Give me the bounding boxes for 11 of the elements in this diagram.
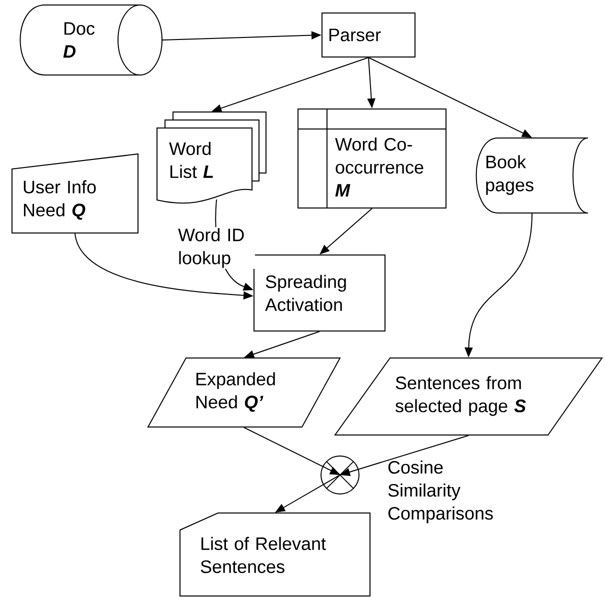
edge-label: Word ID lookup: [177, 227, 255, 269]
card-box: List of Relevant Sentences: [180, 512, 370, 596]
manual-input-box: User Info Need Q: [12, 153, 138, 234]
multiply-circle: [320, 456, 360, 494]
storage-box: Word Co-occurrence M: [298, 108, 446, 208]
process-box: Parser: [322, 12, 416, 58]
document-stack: Word List L: [156, 112, 266, 204]
doc-cylinder: Doc D: [20, 4, 162, 76]
beside-label: Cosine Similarity Comparisons: [388, 460, 493, 524]
stored-data-shape: Book pages: [476, 138, 588, 214]
process-box: Spreading Activation: [254, 254, 386, 332]
